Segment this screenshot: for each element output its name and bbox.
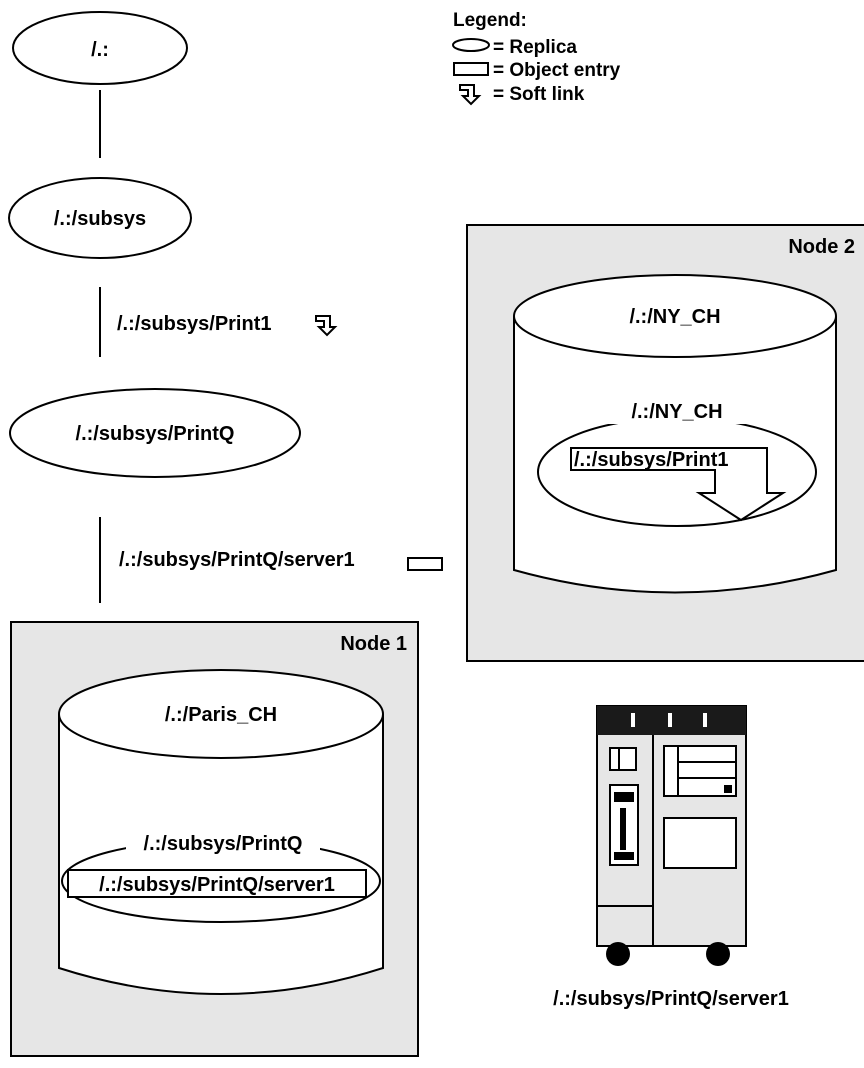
node2-directory-ellipse: [537, 417, 817, 527]
node1-title: Node 1: [340, 633, 407, 655]
root-replica-ellipse: [12, 11, 188, 85]
replica-legend-icon: [452, 38, 490, 52]
server1-object-label: /.:/subsys/PrintQ/server1: [119, 549, 355, 571]
print1-softlink-label: /.:/subsys/Print1: [117, 313, 272, 335]
node2-directory-label: /.:/NY_CH: [631, 401, 722, 423]
legend-object-entry-label: = Object entry: [493, 60, 621, 81]
node1-object-entry-box: [67, 869, 367, 898]
node2-entry-label: /.:/subsys/Print1: [574, 449, 729, 471]
root-label: /.:: [91, 39, 109, 61]
legend-title: Legend:: [453, 10, 527, 31]
node2-directory-label-bg: [606, 400, 746, 424]
node2-clearinghouse-label: /.:/NY_CH: [629, 306, 720, 328]
printq-label: /.:/subsys/PrintQ: [76, 423, 235, 445]
subsys-replica-ellipse: [8, 177, 192, 259]
legend-replica-label: = Replica: [493, 37, 577, 58]
subsys-label: /.:/subsys: [54, 208, 146, 230]
node1-clearinghouse-top: [58, 669, 384, 759]
node1-clearinghouse-label: /.:/Paris_CH: [165, 704, 277, 726]
node1-directory-label: /.:/subsys/PrintQ: [144, 833, 303, 855]
printq-replica-ellipse: [9, 388, 301, 478]
server-cabinet-icon: [596, 705, 747, 966]
legend-soft-link-label: = Soft link: [493, 84, 585, 105]
object-entry-legend-icon: [453, 62, 489, 76]
node2-softlink-arrow: [570, 447, 787, 522]
soft-link-legend-icon: [459, 84, 482, 106]
server-caption: /.:/subsys/PrintQ/server1: [553, 988, 789, 1010]
node1-entry-label: /.:/subsys/PrintQ/server1: [99, 874, 335, 896]
object-entry-icon: [407, 557, 443, 571]
node2-clearinghouse-top: [513, 274, 837, 358]
node2-title: Node 2: [788, 236, 855, 258]
soft-link-icon: [315, 315, 338, 337]
node1-directory-label-bg: [126, 832, 320, 856]
